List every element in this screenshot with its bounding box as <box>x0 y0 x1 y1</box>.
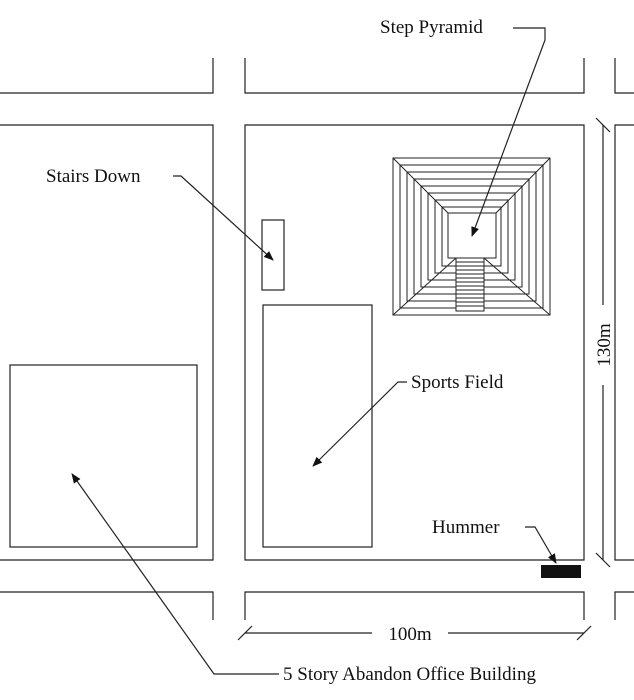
office-building-footprint <box>9 364 198 548</box>
block-bottom-right <box>614 591 634 620</box>
step-pyramid-callout: Step Pyramid <box>380 17 546 237</box>
office-building-label: 5 Story Abandon Office Building <box>283 664 536 685</box>
block-top-left <box>0 58 214 94</box>
block-main-site <box>244 124 585 561</box>
street-blocks <box>0 58 634 620</box>
sports-field-label: Sports Field <box>411 372 504 393</box>
width-dimension: 100m <box>237 624 592 645</box>
block-left <box>0 124 214 561</box>
height-dimension: 130m <box>594 117 615 568</box>
block-bottom-middle <box>244 591 585 620</box>
hummer-callout: Hummer <box>432 517 557 564</box>
block-top-right <box>614 58 634 94</box>
sports-field-footprint <box>262 304 373 548</box>
hummer-vehicle <box>541 565 581 578</box>
step-pyramid-label: Step Pyramid <box>380 17 483 38</box>
block-bottom-left <box>0 591 214 620</box>
block-right <box>614 124 634 561</box>
stairs-down-callout: Stairs Down <box>46 166 274 261</box>
width-dimension-label: 100m <box>388 624 432 645</box>
block-top-middle <box>244 58 585 94</box>
height-dimension-label: 130m <box>594 323 615 367</box>
pyramid-stairway <box>455 257 485 312</box>
step-pyramid-structure <box>392 157 551 316</box>
hummer-label: Hummer <box>432 517 500 538</box>
office-building-callout: 5 Story Abandon Office Building <box>71 473 536 685</box>
sports-field-callout: Sports Field <box>312 372 504 467</box>
stairs-down-label: Stairs Down <box>46 166 141 187</box>
stairs-down-footprint <box>261 219 285 291</box>
